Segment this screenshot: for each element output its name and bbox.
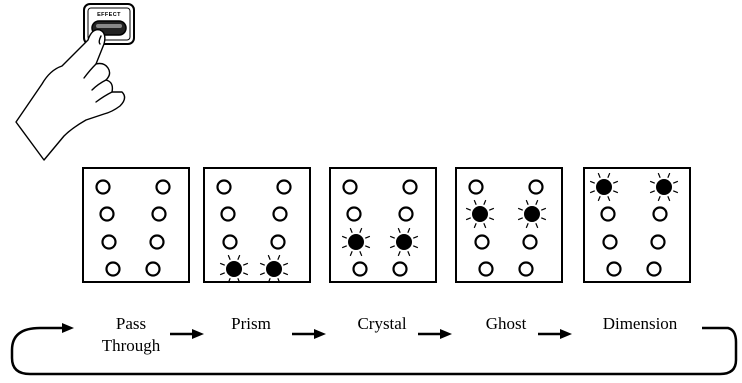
led-row3-right [522, 234, 538, 250]
label-ghost: Ghost [446, 313, 566, 335]
led-row4-left [105, 261, 121, 277]
label-prism: Prism [191, 313, 311, 335]
led-row1-right [276, 179, 292, 195]
lit-led-row3-left [341, 227, 371, 257]
lit-led-row3-right [389, 227, 419, 257]
panel-prism [203, 167, 311, 284]
lit-led-row4-left [219, 254, 249, 284]
led-row3-right [650, 234, 666, 250]
led-row3-left [602, 234, 618, 250]
cycle-arrows [10, 323, 738, 376]
led-row1-right [402, 179, 418, 195]
led-row4-right [646, 261, 662, 277]
lit-led-row4-right [259, 254, 289, 284]
return-loop-arrow-head [62, 323, 74, 333]
lit-led-row1-left [589, 172, 619, 202]
led-row4-left [606, 261, 622, 277]
return-loop-arrow [10, 326, 738, 376]
led-row1-left [216, 179, 232, 195]
led-row2-right [272, 206, 288, 222]
led-row4-right [392, 261, 408, 277]
led-row3-left [101, 234, 117, 250]
panel-dimension [583, 167, 691, 283]
panel-ghost [455, 167, 563, 283]
led-row2-left [220, 206, 236, 222]
led-row3-right [149, 234, 165, 250]
arrow-head-2 [314, 329, 326, 339]
led-row2-left [346, 206, 362, 222]
led-row3-left [222, 234, 238, 250]
arrow-head-3 [440, 329, 452, 339]
led-row1-left [95, 179, 111, 195]
led-row2-left [99, 206, 115, 222]
led-row1-left [468, 179, 484, 195]
label-line: Prism [231, 314, 271, 333]
led-row4-left [478, 261, 494, 277]
led-row1-left [342, 179, 358, 195]
led-row4-right [518, 261, 534, 277]
label-line: Dimension [602, 314, 678, 333]
led-row1-right [155, 179, 171, 195]
label-dimension: Dimension [580, 313, 700, 335]
arrow-head-4 [560, 329, 572, 339]
label-line: Pass [115, 314, 147, 333]
pointing-hand-icon [15, 29, 126, 161]
panel-pass-through [82, 167, 190, 283]
label-line: Crystal [357, 314, 407, 333]
led-row4-left [352, 261, 368, 277]
led-row3-right [270, 234, 286, 250]
led-row2-right [652, 206, 668, 222]
lit-led-row2-left [465, 199, 495, 229]
effect-button-label: EFFECT [97, 12, 121, 18]
panel-crystal [329, 167, 437, 283]
label-crystal: Crystal [322, 313, 442, 335]
led-row2-right [151, 206, 167, 222]
led-row1-right [528, 179, 544, 195]
label-line: Ghost [485, 314, 527, 333]
led-row2-right [398, 206, 414, 222]
led-row2-left [600, 206, 616, 222]
lit-led-row2-right [517, 199, 547, 229]
arrow-head-1 [192, 329, 204, 339]
label-line: Through [101, 336, 161, 355]
lit-led-row1-right [649, 172, 679, 202]
led-row4-right [145, 261, 161, 277]
led-row3-left [474, 234, 490, 250]
